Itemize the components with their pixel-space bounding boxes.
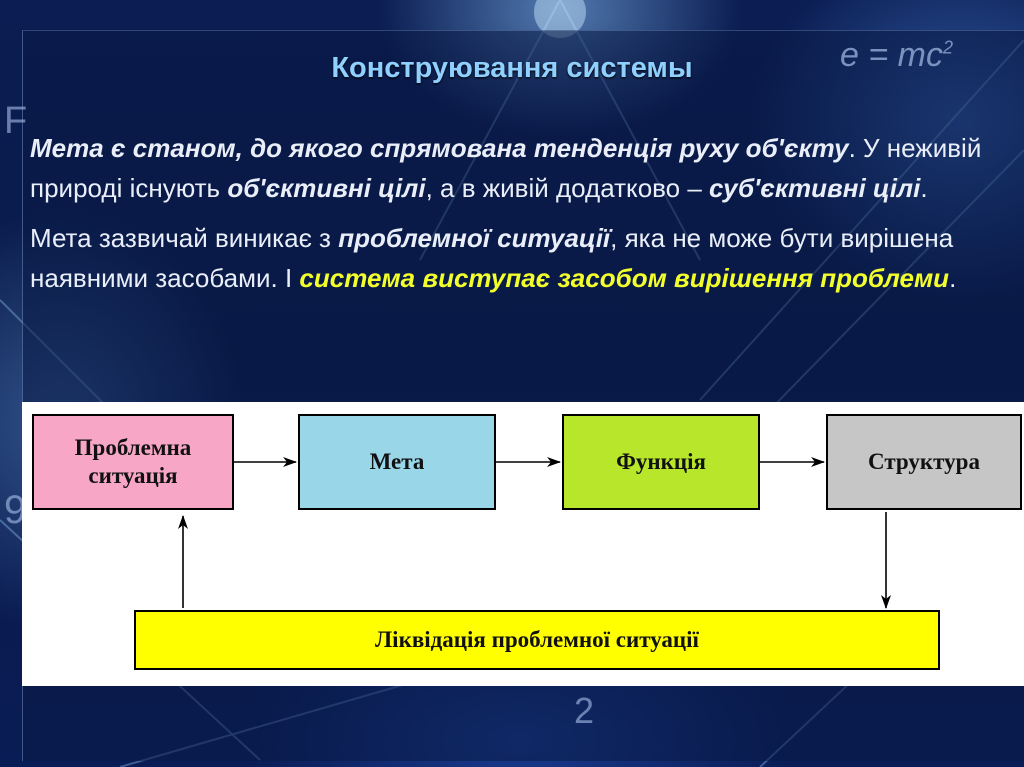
text-segment: . У неживій природі існують xyxy=(30,133,982,203)
objective-goals-emphasis: об'єктивні цілі xyxy=(227,173,426,203)
slide-body-text: Мета є станом, до якого спрямована тенде… xyxy=(30,128,990,308)
text-segment: . xyxy=(949,263,957,293)
deco-letter: F xyxy=(4,100,28,142)
paragraph-problem-situation: Мета зазвичай виникає з проблемної ситуа… xyxy=(30,218,990,298)
system-solution-emphasis: система виступає засобом вирішення пробл… xyxy=(299,263,950,293)
formula-decoration: e = mc2 xyxy=(840,36,953,75)
box-structure: Структура xyxy=(826,414,1022,510)
box-goal: Мета xyxy=(298,414,496,510)
text-segment: Мета зазвичай виникає з xyxy=(30,223,339,253)
text-segment: . xyxy=(920,173,928,203)
diagram-panel: Проблемна ситуація Мета Функція Структур… xyxy=(22,402,1024,686)
subjective-goals-emphasis: суб'єктивні цілі xyxy=(709,173,921,203)
box-function: Функція xyxy=(562,414,760,510)
box-structure-label: Структура xyxy=(868,449,980,474)
box-problem-situation: Проблемна ситуація xyxy=(32,414,234,510)
diagram-connectors xyxy=(178,457,891,609)
slide-title: Конструювання системы xyxy=(331,52,693,84)
deco-digit-left: 9 xyxy=(4,488,27,532)
box-function-label: Функція xyxy=(616,449,706,474)
box-goal-label: Мета xyxy=(369,449,425,474)
deco-digit-bottom: 2 xyxy=(574,690,595,731)
text-segment: , яка не може бути вирішена наявними зас… xyxy=(30,223,954,293)
formula-main: e = mc xyxy=(840,36,943,74)
text-segment: , а в живій додатково – xyxy=(425,173,710,203)
problem-situation-emphasis: проблемної ситуації xyxy=(338,223,611,253)
box-problem-situation-label: Проблемна ситуація xyxy=(74,435,192,488)
formula-exponent: 2 xyxy=(942,37,953,58)
paragraph-goal-definition: Мета є станом, до якого спрямована тенде… xyxy=(30,128,990,208)
goal-definition-emphasis: Мета є станом, до якого спрямована тенде… xyxy=(30,133,849,163)
box-liquidation: Ліквідація проблемної ситуації xyxy=(134,610,940,670)
box-liquidation-label: Ліквідація проблемної ситуації xyxy=(375,627,699,652)
